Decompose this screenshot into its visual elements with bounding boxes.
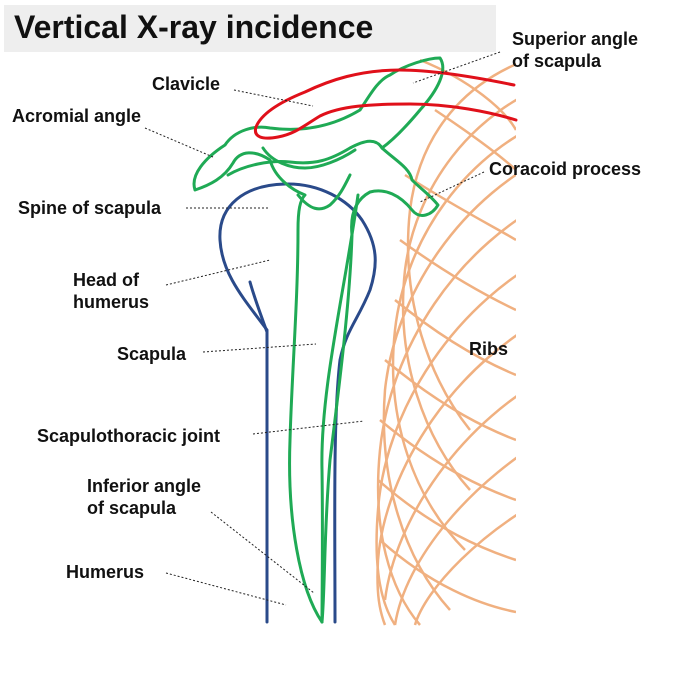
- rib-5: [376, 219, 516, 626]
- label-humerus: Humerus: [66, 562, 144, 582]
- humerus-inner-line: [248, 280, 269, 334]
- scapula-spine-line: [226, 139, 384, 177]
- rib-12: [434, 108, 516, 171]
- leader-superior-angle: [412, 51, 501, 84]
- leader-acromial-angle: [144, 127, 214, 158]
- rib-17: [379, 419, 516, 502]
- leader-lines: [144, 51, 501, 606]
- rib-7: [376, 334, 516, 626]
- leader-inferior-angle: [210, 511, 315, 594]
- label-inferior-angle-line1: Inferior angle: [87, 476, 201, 496]
- label-ribs: Ribs: [469, 339, 508, 359]
- rib-16: [384, 359, 516, 442]
- label-scapula: Scapula: [117, 344, 187, 364]
- rib-19: [379, 539, 516, 614]
- rib-10: [413, 514, 516, 626]
- leader-scapulothoracic-joint: [252, 420, 365, 435]
- leader-clavicle: [233, 89, 314, 107]
- label-spine-of-scapula: Spine of scapula: [18, 198, 162, 218]
- leader-humerus: [165, 572, 287, 606]
- rib-3: [391, 135, 516, 551]
- scapula-medial-border: [320, 193, 360, 624]
- rib-13: [404, 173, 516, 242]
- ribs-group: [375, 58, 516, 626]
- leader-scapula: [202, 343, 317, 353]
- rib-2: [401, 98, 516, 491]
- label-coracoid-process: Coracoid process: [489, 159, 641, 179]
- label-scapulothoracic-joint: Scapulothoracic joint: [37, 426, 220, 446]
- label-clavicle: Clavicle: [152, 74, 220, 94]
- rib-15: [394, 299, 516, 377]
- page-title: Vertical X-ray incidence: [14, 9, 374, 45]
- title-banner: Vertical X-ray incidence: [4, 5, 496, 52]
- leader-coracoid-process: [419, 171, 485, 203]
- clavicle-outline: [253, 68, 518, 140]
- label-inferior-angle-line2: of scapula: [87, 498, 177, 518]
- label-superior-angle-line2: of scapula: [512, 51, 602, 71]
- leader-head-of-humerus: [165, 259, 271, 286]
- scapula-glenoid-line: [296, 173, 352, 211]
- rib-8: [383, 395, 516, 601]
- rib-9: [393, 456, 516, 626]
- label-superior-angle-line1: Superior angle: [512, 29, 638, 49]
- label-acromial-angle: Acromial angle: [12, 106, 141, 126]
- rib-11: [419, 58, 516, 131]
- label-head-of-humerus-line2: humerus: [73, 292, 149, 312]
- scapula-spine-lower-line: [261, 146, 357, 170]
- rib-1: [406, 62, 516, 431]
- rib-4: [382, 173, 516, 611]
- label-head-of-humerus-line1: Head of: [73, 270, 140, 290]
- rib-18: [377, 479, 516, 562]
- rib-14: [399, 238, 516, 312]
